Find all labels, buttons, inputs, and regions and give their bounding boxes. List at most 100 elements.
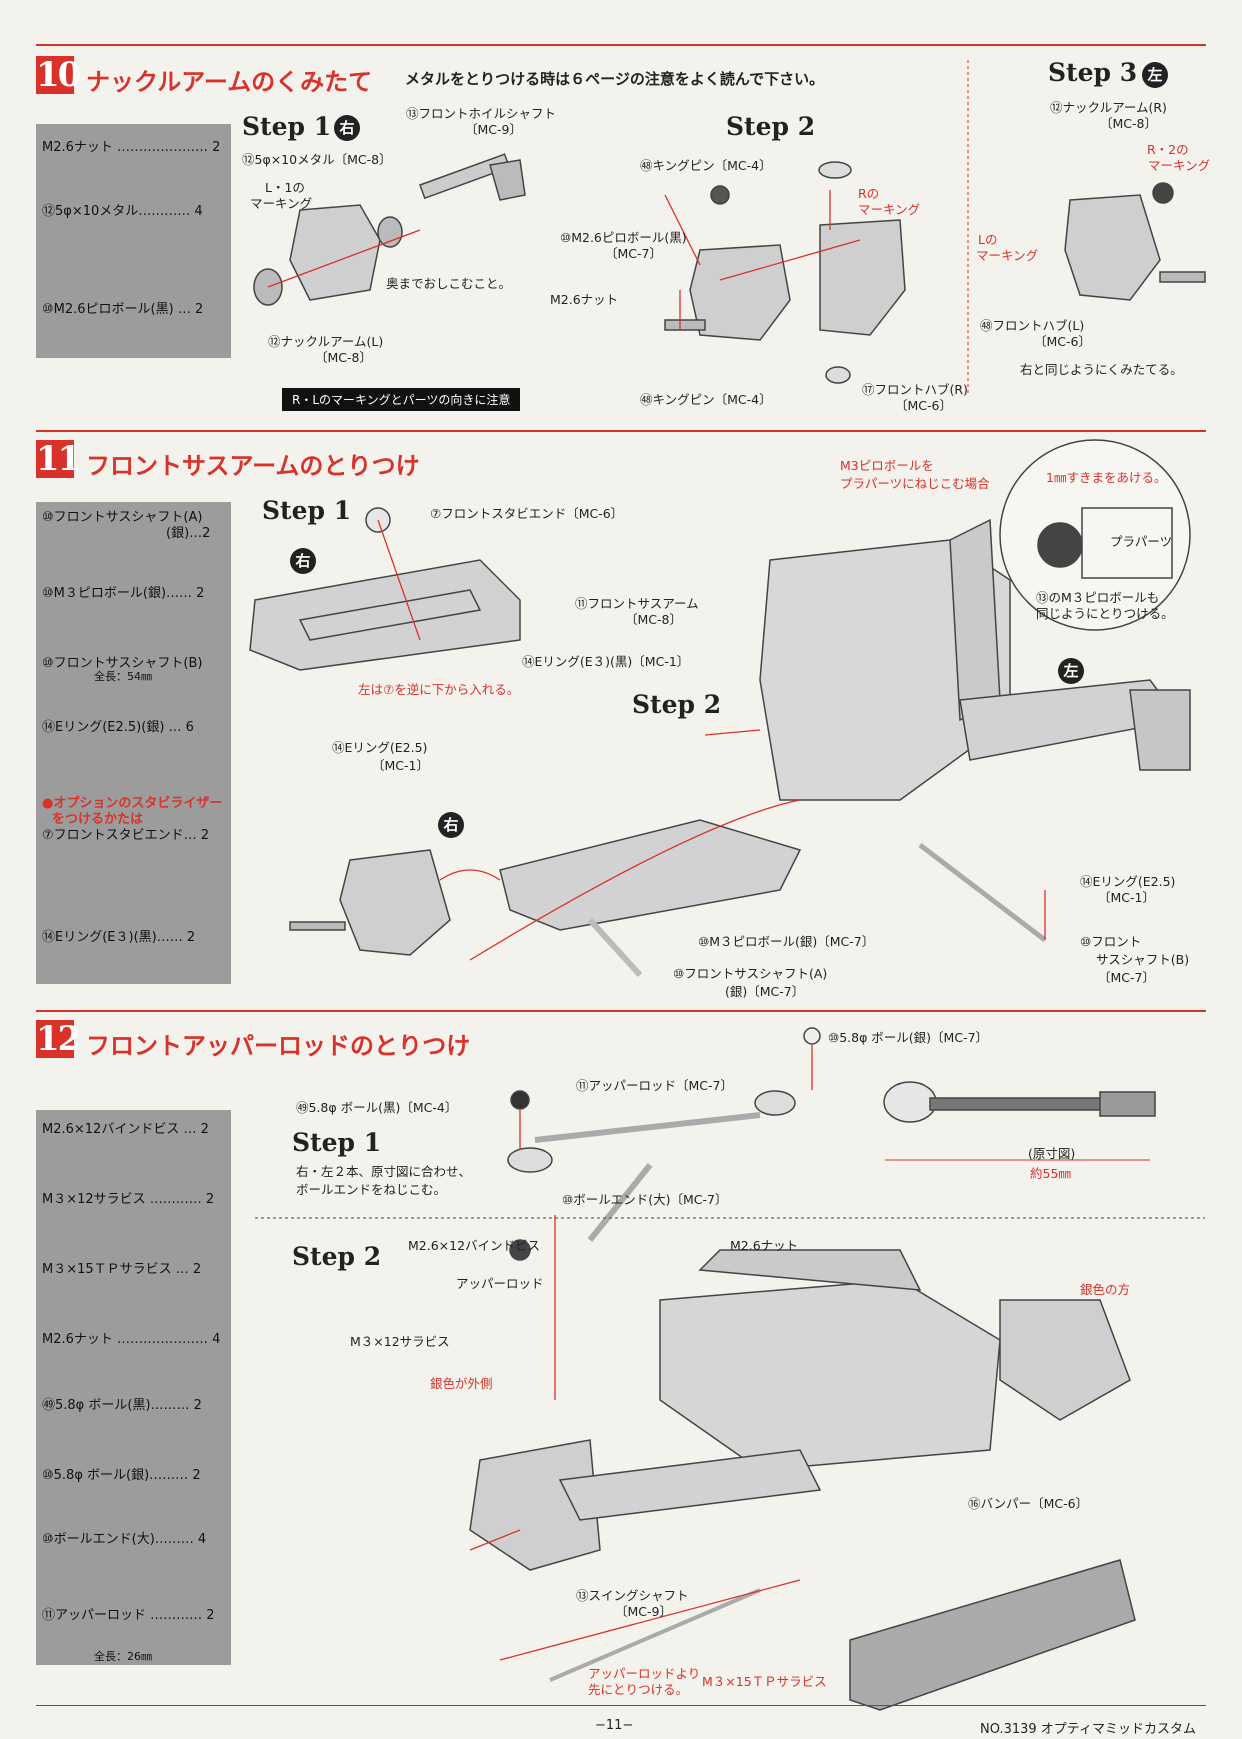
s10-s3-same: 右と同じようにくみたてる。 [1020, 362, 1183, 377]
s12-silver-side: 銀色の方 [1080, 1282, 1131, 1297]
s10-step3-label: Step 3 [1048, 58, 1138, 87]
s12-actual-label: (原寸図) [1028, 1146, 1076, 1161]
s12-screw-label: M３×12サラビス [350, 1334, 450, 1349]
section-12-parts-panel: M2.6×12バインドビス … 2 M３×12サラビス ………… 2 M３×15… [36, 1110, 231, 1665]
s10-push-label: 奥までおしこむこと。 [386, 276, 512, 291]
s10-step2-label: Step 2 [726, 112, 816, 141]
s12-step1-desc2: ボールエンドをねじこむ。 [296, 1182, 447, 1197]
s11-shaft-a-code: (銀)〔MC-7〕 [725, 984, 805, 999]
s11-inset-gap: 1㎜すきまをあける。 [1046, 470, 1167, 485]
parts-item: (銀)…2 [166, 526, 211, 541]
section-10-note: メタルをとりつける時は６ページの注意をよく読んで下さい。 [405, 70, 825, 88]
s10-pillow-code: 〔MC-7〕 [605, 246, 662, 261]
s10-shaft-label: ⑬フロントホイルシャフト [406, 106, 557, 121]
s11-inset-title2: プラパーツにねじこむ場合 [840, 476, 990, 491]
s11-inset-note2: 同じようにとりつける。 [1036, 606, 1174, 621]
s10-step1-side: 右 [334, 115, 360, 141]
s11-arm-label: ⑪フロントサスアーム [575, 596, 699, 611]
section-12-title: フロントアッパーロッドのとりつけ [86, 1032, 471, 1060]
s10-pillow-label: ⑩M2.6ピロボール(黒) [560, 230, 687, 245]
s12-bumper-label: ⑯バンパー〔MC-6〕 [968, 1496, 1089, 1511]
s12-tp-label: M３×15ＴＰサラビス [702, 1674, 827, 1689]
s10-knuckle-code: 〔MC-8〕 [315, 350, 372, 365]
footer-divider [36, 1705, 1206, 1706]
parts-item: M３×12サラビス ………… 2 [42, 1192, 215, 1207]
s10-r-mark: Rの [858, 186, 880, 201]
s11-ering-r-code: 〔MC-1〕 [1098, 890, 1155, 905]
parts-item: ●オプションのスタビライザー [42, 796, 223, 811]
s10-s3-knuckle: ⑫ナックルアーム(R) [1050, 100, 1167, 115]
s11-reverse-note: 左は⑦を逆に下から入れる。 [358, 682, 520, 697]
s10-nut-label: M2.6ナット [550, 292, 619, 307]
s11-stab-label: ⑦フロントスタビエンド〔MC-6〕 [430, 506, 624, 521]
s10-shaft-code: 〔MC-9〕 [465, 122, 522, 137]
parts-item: ⑭Eリング(E2.5)(銀) … 6 [42, 720, 194, 735]
s10-kingpin-bottom: ㊽キングピン〔MC-4〕 [640, 392, 772, 407]
s11-step2-side-right: 右 [438, 812, 464, 838]
section-11-parts-panel: ⑩フロントサスシャフト(A) (銀)…2 ⑩M３ピロボール(銀)…… 2 ⑩フロ… [36, 502, 231, 984]
parts-item: ⑩M2.6ピロボール(黒) … 2 [42, 302, 204, 317]
s10-s3-r2: R・2の [1147, 142, 1189, 157]
s10-step3-side: 左 [1142, 62, 1168, 88]
s11-step2-side-left: 左 [1058, 658, 1084, 684]
parts-item: M2.6ナット ………………… 4 [42, 1332, 221, 1347]
s12-step1-desc1: 右・左２本、原寸図に合わせ、 [296, 1164, 472, 1179]
s10-s3-lmark: Lの [978, 232, 998, 247]
divider-top [36, 44, 1206, 46]
parts-item: ⑩フロントサスシャフト(A) [42, 510, 203, 525]
s11-pillow-label: ⑩M３ピロボール(銀)〔MC-7〕 [698, 934, 875, 949]
parts-item: M2.6ナット ………………… 2 [42, 140, 221, 155]
section-11-number: 11 [36, 439, 81, 479]
s10-hub-code: 〔MC-6〕 [895, 398, 952, 413]
s12-rod-label2: アッパーロッド [456, 1276, 544, 1291]
s11-step1-side: 右 [290, 548, 316, 574]
s11-ering-label: ⑭Eリング(E３)(黒)〔MC-1〕 [522, 654, 690, 669]
s12-first2: 先にとりつける。 [588, 1682, 689, 1697]
parts-item: ⑫5φ×10メタル………… 4 [42, 204, 203, 219]
model-number: NO.3139 オプティマミッドカスタム [980, 1722, 1196, 1737]
s12-rod-label: ⑪アッパーロッド〔MC-7〕 [576, 1078, 733, 1093]
s10-s3-lmark2: マーキング [976, 248, 1039, 263]
section-12-number: 12 [36, 1019, 81, 1059]
s11-inset-title1: M3ピロボールを [840, 458, 934, 473]
s12-swing-code: 〔MC-9〕 [615, 1604, 672, 1619]
parts-item: ㊾5.8φ ボール(黒)……… 2 [42, 1398, 202, 1413]
s10-s3-hub-code: 〔MC-6〕 [1034, 334, 1091, 349]
s10-kingpin-top: ㊽キングピン〔MC-4〕 [640, 158, 772, 173]
s12-ballend-label: ⑩ボールエンド(大)〔MC-7〕 [562, 1192, 728, 1207]
s12-step2-label: Step 2 [292, 1242, 382, 1271]
section-10-number: 10 [36, 55, 81, 95]
s11-shaft-b2: サスシャフト(B) [1096, 952, 1190, 967]
parts-item: ⑦フロントスタビエンド… 2 [42, 828, 210, 843]
s11-shaft-b-code: 〔MC-7〕 [1098, 970, 1155, 985]
s11-inset-note1: ⑬のM３ピロボールも [1036, 590, 1160, 605]
s11-step1-label: Step 1 [262, 496, 352, 525]
s11-arm-code: 〔MC-8〕 [625, 612, 682, 627]
divider-11 [36, 430, 1206, 432]
s11-inset-plastic: プラパーツ [1110, 534, 1173, 549]
parts-item: M2.6×12バインドビス … 2 [42, 1122, 209, 1137]
s10-step1-label: Step 1 [242, 112, 332, 141]
s10-marking-l1: L・1の [265, 180, 305, 195]
s12-length-label: 約55㎜ [1030, 1166, 1071, 1181]
parts-item: をつけるかたは [52, 812, 144, 827]
s10-knuckle-label: ⑫ナックルアーム(L) [268, 334, 384, 349]
section-11-title: フロントサスアームのとりつけ [86, 452, 420, 480]
s10-s3-r2b: マーキング [1148, 158, 1211, 173]
parts-item: ⑩フロントサスシャフト(B) [42, 656, 203, 671]
s10-r-mark2: マーキング [858, 202, 921, 217]
parts-item: 全長：26㎜ [94, 1650, 152, 1663]
s12-bind-label: M2.6×12バインドビス [408, 1238, 541, 1253]
section-10-title: ナックルアームのくみたて [86, 68, 373, 96]
s11-shaft-a: ⑩フロントサスシャフト(A) [673, 966, 828, 981]
s10-s3-hub: ㊽フロントハブ(L) [980, 318, 1085, 333]
section-10-parts-panel: M2.6ナット ………………… 2 ⑫5φ×10メタル………… 4 ⑩M2.6ピ… [36, 124, 231, 358]
parts-item: ⑩ボールエンド(大)……… 4 [42, 1532, 207, 1547]
parts-item: M３×15ＴＰサラビス … 2 [42, 1262, 202, 1277]
page-number: −11− [595, 1718, 634, 1733]
s12-ball-black: ㊾5.8φ ボール(黒)〔MC-4〕 [296, 1100, 458, 1115]
s11-ering-25: ⑭Eリング(E2.5) [332, 740, 428, 755]
s10-s3-knuckle-code: 〔MC-8〕 [1100, 116, 1157, 131]
parts-item: 全長：54㎜ [94, 670, 152, 683]
